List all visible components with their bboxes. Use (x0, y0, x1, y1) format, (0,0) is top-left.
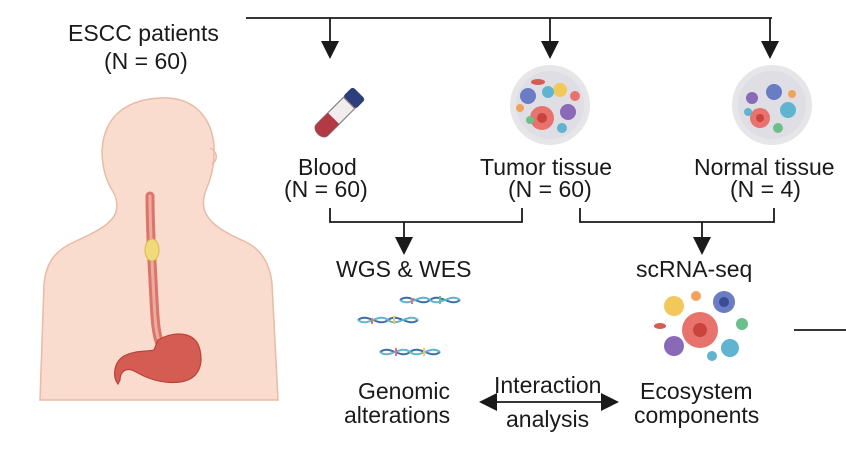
output-ecosystem-line2: components (634, 402, 760, 428)
source-count: (N = 60) (104, 48, 188, 74)
output-genomic-line1: Genomic (358, 378, 451, 404)
stomach (114, 333, 202, 386)
sample-blood-count: (N = 60) (284, 176, 368, 202)
sample-tumor-label: Tumor tissue (480, 154, 613, 180)
assay-scrna-label: scRNA-seq (636, 256, 753, 282)
assay-wgs-label: WGS & WES (336, 256, 472, 282)
interaction-line1: Interaction (494, 372, 602, 398)
output-ecosystem-line1: Ecosystem (640, 378, 753, 404)
sample-normal-count: (N = 4) (730, 176, 801, 202)
sample-blood-label: Blood (298, 154, 357, 180)
bracket-to-wgs (329, 208, 523, 223)
face-profile (209, 147, 217, 165)
interaction-line2: analysis (506, 406, 590, 432)
bracket-to-scrna (579, 208, 775, 223)
source-title: ESCC patients (68, 20, 219, 46)
output-genomic-line2: alterations (344, 402, 451, 428)
sample-tumor-count: (N = 60) (508, 176, 592, 202)
sample-normal-label: Normal tissue (694, 154, 835, 180)
tumor-marker (144, 238, 160, 262)
